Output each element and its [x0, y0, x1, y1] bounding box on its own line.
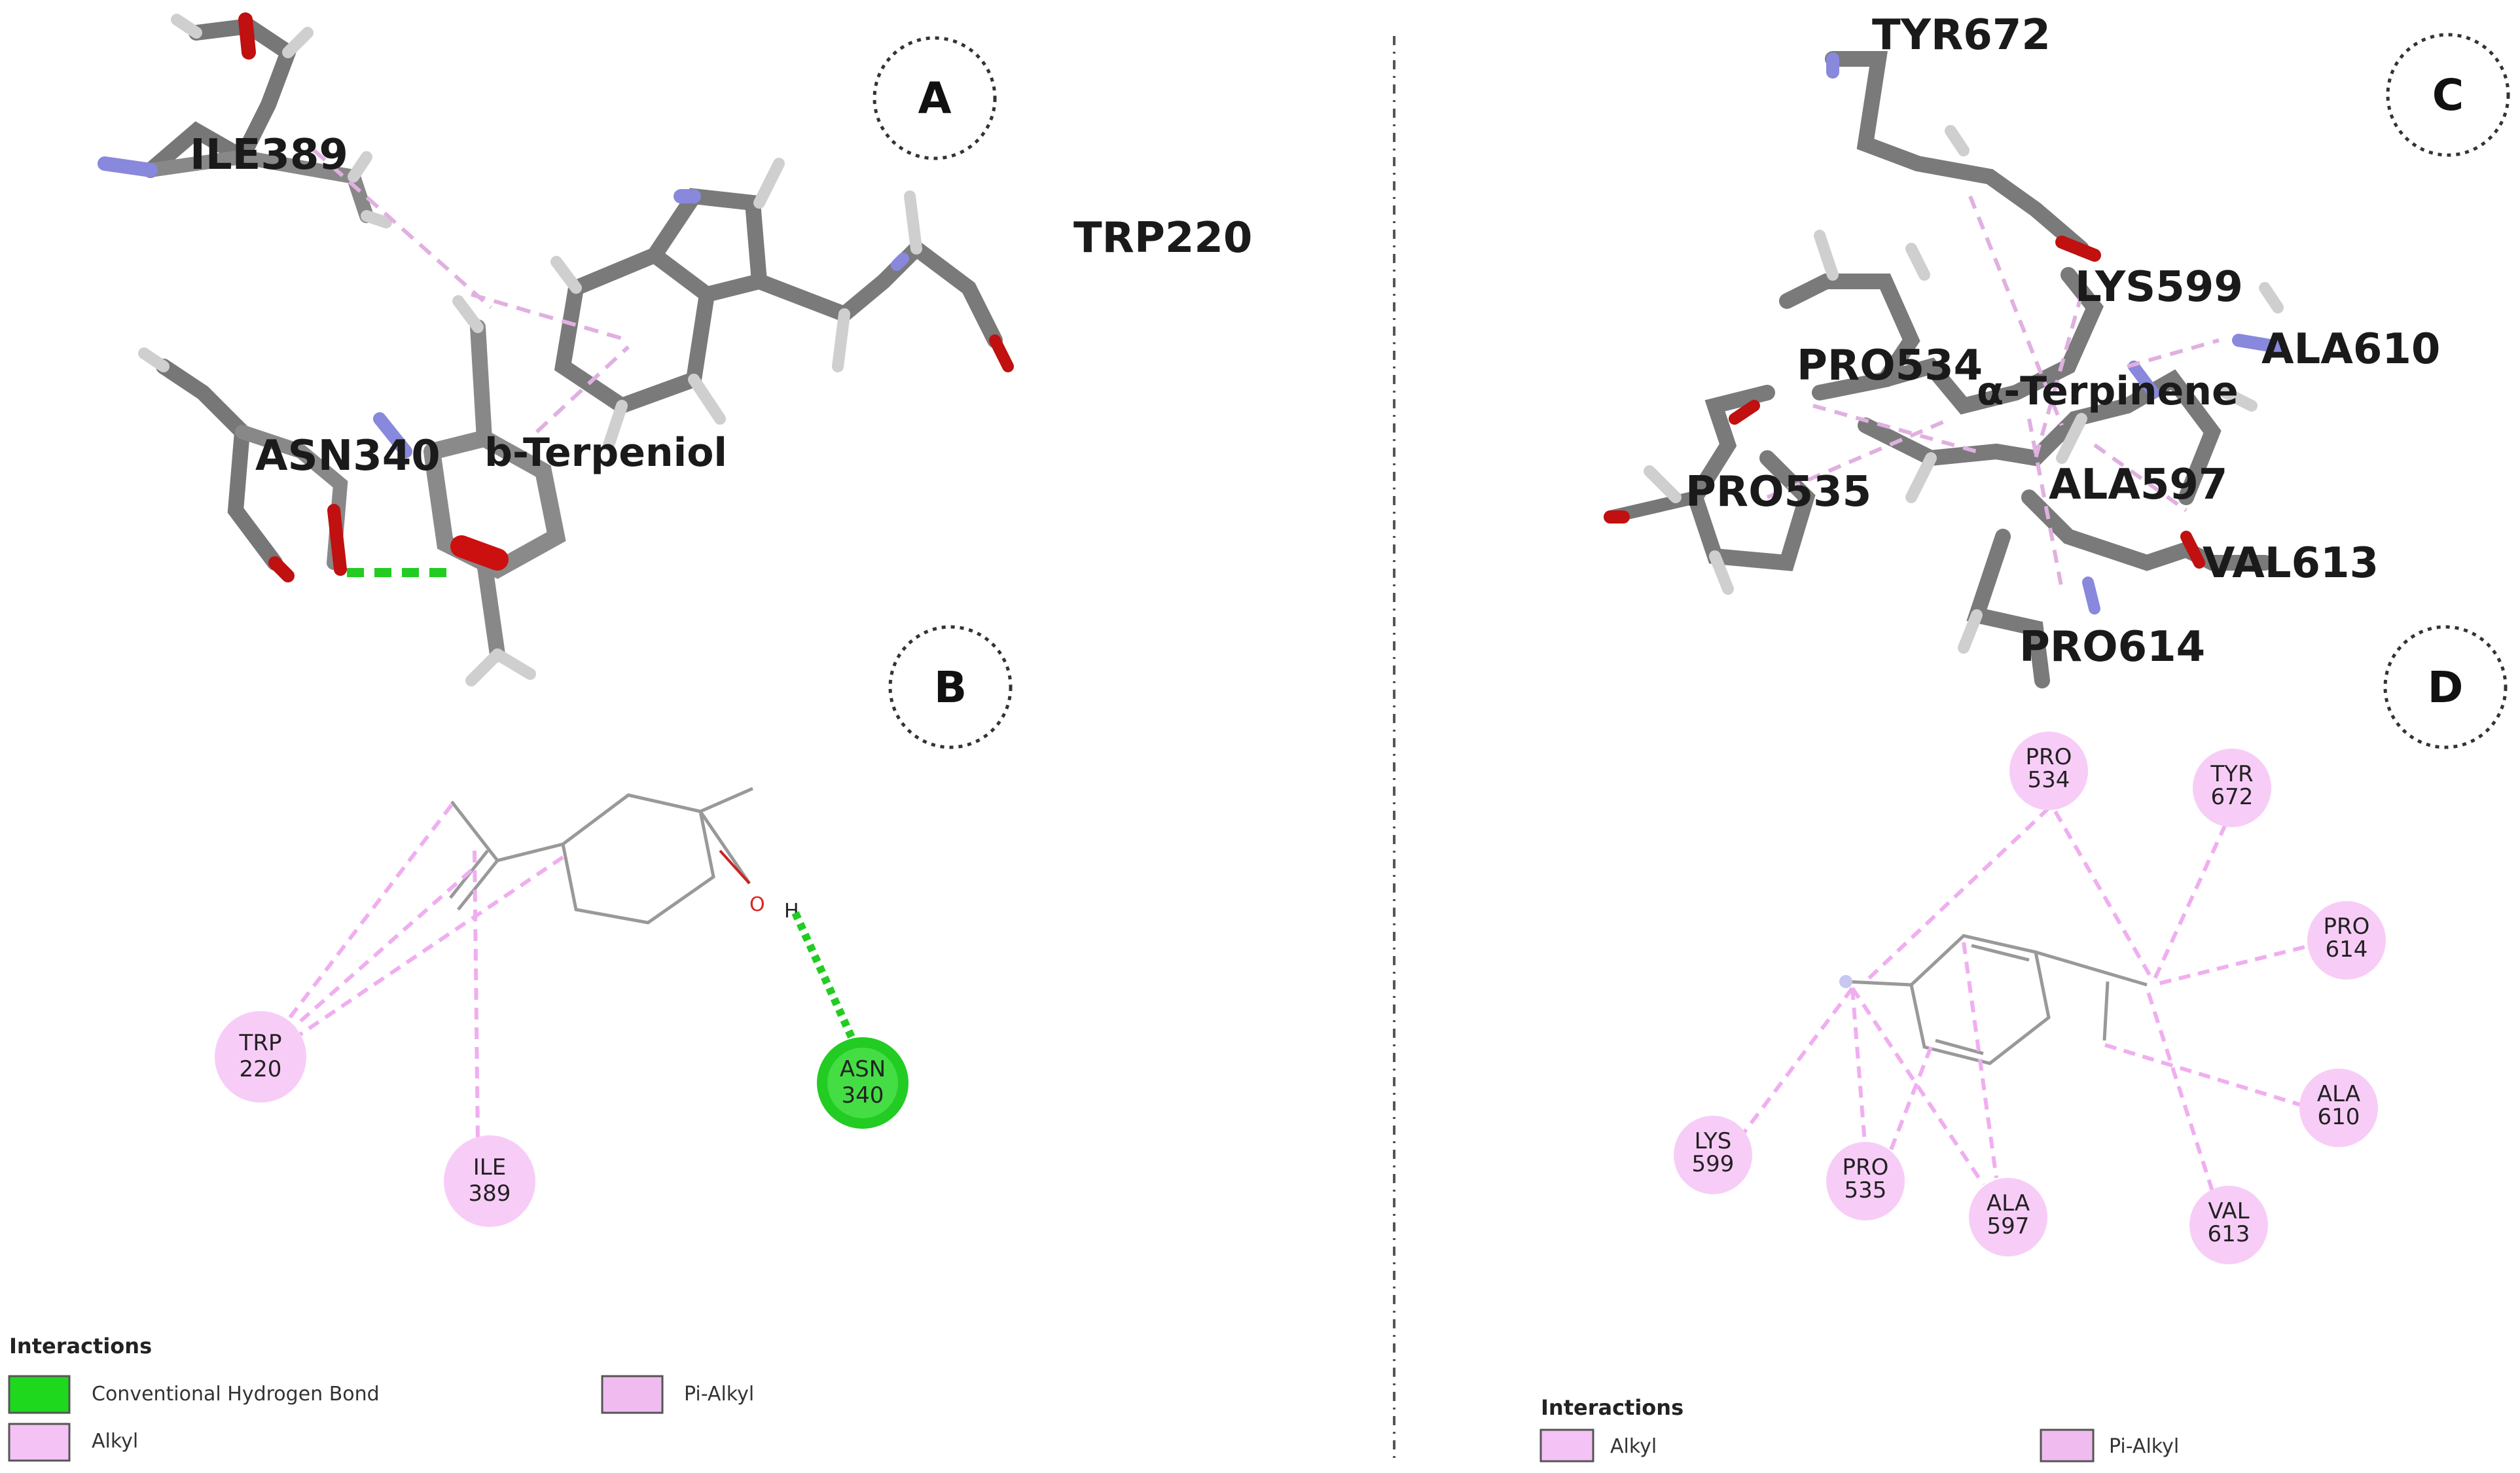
- panel-b-interaction-lines: [273, 804, 861, 1143]
- panel-d-residue-pro534-number: 534: [2028, 767, 2070, 793]
- panel-a-sticks: [98, 12, 1014, 686]
- panel-c-interaction-lines: [1766, 195, 2220, 590]
- panel-d-residue-tyr672-name: TYR: [2210, 761, 2253, 787]
- panel-d-residue-ala610-number: 610: [2318, 1104, 2360, 1130]
- panel-b-atom-o: O: [749, 893, 765, 916]
- legend-left-label-alkyl: Alkyl: [92, 1430, 138, 1453]
- legend-left-swatch-pialkyl: [601, 1375, 664, 1414]
- legend-left-label-pialkyl: Pi-Alkyl: [684, 1383, 754, 1406]
- panel-d-ligand-skeleton: [1845, 934, 2148, 1065]
- panel-d-residue-tyr672: TYR 672: [2193, 749, 2271, 827]
- panel-a-ligand-label: b-Terpeniol: [484, 430, 727, 476]
- panel-d-residue-pro535: PRO 535: [1826, 1142, 1905, 1220]
- legend-right: Interactions Alkyl Pi-Alkyl: [1539, 1395, 2179, 1463]
- panel-b-residue-trp220: TRP 220: [215, 1011, 306, 1103]
- legend-right-swatch-pialkyl: [2040, 1429, 2095, 1463]
- panel-d-residue-lys599: LYS 599: [1674, 1116, 1752, 1194]
- panel-d-residue-lys599-name: LYS: [1695, 1128, 1732, 1154]
- panel-c-label-tyr672: TYR672: [1872, 11, 2051, 60]
- legend-left-title: Interactions: [9, 1334, 152, 1358]
- panel-c-ligand-label: α-Terpinene: [1977, 368, 2239, 414]
- panel-c-label-val613: VAL613: [2203, 539, 2379, 588]
- legend-right-label-alkyl: Alkyl: [1610, 1435, 1657, 1458]
- legend-right-label-pialkyl: Pi-Alkyl: [2109, 1435, 2179, 1458]
- panel-a-label-ile389: ILE389: [190, 131, 348, 179]
- panel-b-residue-asn340-name: ASN: [840, 1056, 886, 1082]
- panel-d-dummy-atom: [1839, 975, 1852, 988]
- panel-letter-d-badge: D: [2383, 625, 2508, 749]
- panel-letter-c: C: [2432, 70, 2464, 120]
- panel-a-label-trp220: TRP220: [1073, 214, 1252, 262]
- legend-right-swatch-alkyl: [1539, 1429, 1594, 1463]
- panel-c-sticks: [1604, 51, 2284, 688]
- panel-d-2d-diagram: PRO 534 TYR 672 PRO 614 ALA 610 VAL 613 …: [1674, 732, 2386, 1264]
- panel-b-ligand-skeleton: [449, 787, 754, 925]
- legend-left-swatch-alkyl: [8, 1423, 71, 1462]
- panel-letter-a: A: [918, 73, 951, 124]
- panel-d-residue-ala610-name: ALA: [2317, 1081, 2360, 1107]
- panel-b-2d-diagram: O H TRP 220 ILE 389 ASN 340: [215, 787, 909, 1227]
- panel-b-residue-ile389-number: 389: [469, 1180, 511, 1207]
- panel-a-interaction-lines: [313, 149, 630, 577]
- panel-d-residue-ala597-number: 597: [1987, 1213, 2030, 1239]
- panel-b-residue-trp220-name: TRP: [239, 1030, 282, 1056]
- panel-c-label-lys599: LYS599: [2075, 263, 2243, 311]
- panel-c-label-pro614: PRO614: [2019, 623, 2205, 671]
- legend-right-title: Interactions: [1541, 1395, 1683, 1420]
- panel-d-residue-lys599-number: 599: [1692, 1151, 1735, 1177]
- panel-d-interaction-lines: [1733, 806, 2324, 1192]
- panel-d-residue-pro614-name: PRO: [2324, 914, 2370, 940]
- panel-b-residue-asn340: ASN 340: [817, 1037, 909, 1129]
- panel-d-residue-val613-number: 613: [2208, 1221, 2250, 1247]
- panel-letter-b: B: [934, 662, 967, 713]
- panel-b-residue-trp220-number: 220: [240, 1056, 282, 1082]
- panel-letter-c-badge: C: [2386, 33, 2510, 157]
- panel-d-residue-pro535-name: PRO: [1843, 1154, 1889, 1180]
- panel-b-residue-asn340-number: 340: [842, 1082, 884, 1109]
- panel-d-residue-pro534-name: PRO: [2026, 744, 2072, 770]
- panel-d-residue-val613: VAL 613: [2189, 1186, 2268, 1264]
- legend-left: Interactions Conventional Hydrogen Bond …: [8, 1334, 754, 1462]
- panel-letter-b-badge: B: [888, 625, 1013, 749]
- panel-c-label-pro534: PRO534: [1797, 342, 1983, 390]
- legend-left-swatch-hbond: [8, 1375, 71, 1414]
- panel-d-residue-tyr672-number: 672: [2211, 784, 2254, 810]
- panel-letter-d: D: [2428, 662, 2464, 713]
- panel-c-3d-view: TYR672 LYS599 PRO534 ALA610 α-Terpinene …: [1604, 11, 2440, 688]
- panel-d-residue-val613-name: VAL: [2208, 1198, 2249, 1224]
- panel-c-label-ala597: ALA597: [2049, 461, 2227, 509]
- panel-a-3d-view: ILE389 TRP220 ASN340 b-Terpeniol: [98, 12, 1252, 686]
- panel-c-label-ala610: ALA610: [2261, 325, 2440, 374]
- panel-c-label-pro535: PRO535: [1685, 468, 1871, 516]
- panel-a-label-asn340: ASN340: [255, 432, 441, 480]
- panel-letter-a-badge: A: [873, 36, 997, 160]
- panel-d-residue-pro534: PRO 534: [2009, 732, 2088, 810]
- legend-left-label-hbond: Conventional Hydrogen Bond: [92, 1383, 380, 1406]
- panel-d-residue-ala597: ALA 597: [1969, 1178, 2047, 1256]
- panel-d-residue-pro614-number: 614: [2326, 936, 2368, 963]
- panel-d-residue-pro535-number: 535: [1845, 1177, 1887, 1203]
- panel-d-residue-pro614: PRO 614: [2307, 901, 2386, 980]
- panel-d-residue-ala597-name: ALA: [1987, 1190, 2030, 1216]
- panel-b-residue-ile389: ILE 389: [444, 1135, 535, 1227]
- panel-b-residue-ile389-name: ILE: [473, 1154, 506, 1180]
- panel-d-residue-ala610: ALA 610: [2299, 1069, 2378, 1147]
